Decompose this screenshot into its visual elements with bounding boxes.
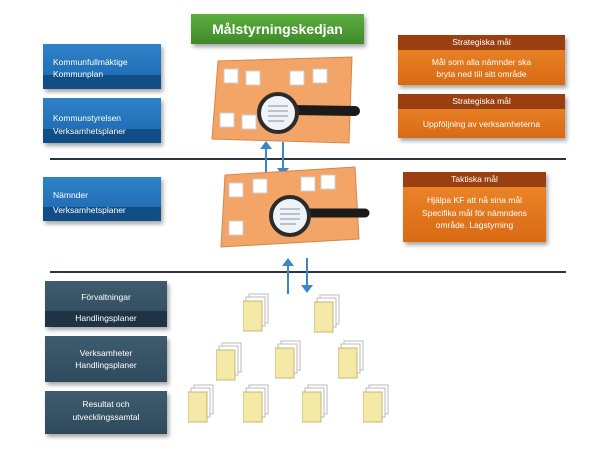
document-icon — [302, 384, 328, 423]
right-box-line: Mål som alla nämnder ska — [431, 57, 532, 67]
left-box-band — [43, 207, 161, 221]
arrow-pair-lower — [282, 258, 313, 294]
left-box-line2: Verksamhetsplaner — [53, 126, 126, 136]
right-box-line: Hjälpa KF att nå sina mål — [427, 195, 522, 205]
left-box-line1: Kommunstyrelsen — [53, 113, 122, 123]
right-box-line: Specifika mål för nämndens — [422, 208, 527, 218]
arrow-up-icon — [282, 258, 294, 294]
arrow-down-icon — [301, 258, 313, 293]
left-box-kommunstyrelsen: Kommunstyrelsen Verksamhetsplaner — [43, 98, 161, 143]
left-box-line1: Kommunfullmäktige — [53, 57, 128, 67]
bottom-box-line1: Verksamheter — [79, 348, 133, 358]
right-box-taktiska: Taktiska mål Hjälpa KF att nå sina mål S… — [403, 172, 546, 242]
document-icon — [243, 293, 269, 332]
document-icon — [243, 384, 269, 423]
left-box-line2: Verksamhetsplaner — [53, 205, 126, 215]
document-icon — [363, 384, 389, 423]
left-box-namnder: Nämnder Verksamhetsplaner — [43, 177, 161, 221]
bottom-box-resultat: Resultat och utvecklingssamtal — [45, 391, 167, 434]
arrow-pair-upper — [260, 141, 289, 176]
separator-line-upper — [50, 158, 566, 160]
left-box-line2: Kommunplan — [53, 69, 104, 79]
arrow-up-icon — [260, 141, 272, 176]
document-icon — [216, 342, 242, 381]
right-box-strategiska-1: Strategiska mål Mål som alla nämnder ska… — [398, 35, 565, 85]
right-box-line: bryta ned till sitt område — [436, 69, 527, 79]
left-box-band — [43, 129, 161, 143]
diagram-title: Målstyrningskedjan — [191, 14, 364, 44]
bottom-box-line2: Handlingsplaner — [75, 360, 137, 370]
right-box-line: område. Lagstyrning — [435, 220, 514, 230]
board-illustration-upper — [211, 56, 360, 144]
bottom-box-line2: Handlingsplaner — [75, 313, 137, 323]
right-box-header: Strategiska mål — [398, 35, 565, 50]
bottom-box-verksamheter: Verksamheter Handlingsplaner — [45, 336, 167, 382]
bottom-box-line1: Förvaltningar — [81, 292, 131, 302]
left-box-kommunfullmaktige: Kommunfullmäktige Kommunplan — [43, 44, 161, 89]
document-icon — [314, 294, 340, 333]
left-box-line1: Nämnder — [53, 190, 88, 200]
board-illustration-middle — [220, 166, 370, 248]
left-box-band — [43, 75, 161, 89]
magnifier-icon — [269, 195, 370, 237]
bottom-box-band — [45, 311, 167, 327]
right-box-strategiska-2: Strategiska mål Uppföljning av verksamhe… — [398, 94, 565, 138]
right-box-header: Taktiska mål — [403, 172, 546, 187]
document-icon — [338, 340, 364, 379]
document-icon — [188, 384, 214, 423]
bottom-box-forvaltningar: Förvaltningar Handlingsplaner — [45, 281, 167, 327]
bottom-box-line2: utvecklingssamtal — [72, 412, 140, 422]
bottom-box-line1: Resultat och — [82, 399, 130, 409]
document-icon — [275, 340, 301, 379]
right-box-header: Strategiska mål — [398, 94, 565, 109]
right-box-line: Uppföljning av verksamheterna — [422, 119, 541, 129]
magnifier-icon — [257, 92, 360, 134]
